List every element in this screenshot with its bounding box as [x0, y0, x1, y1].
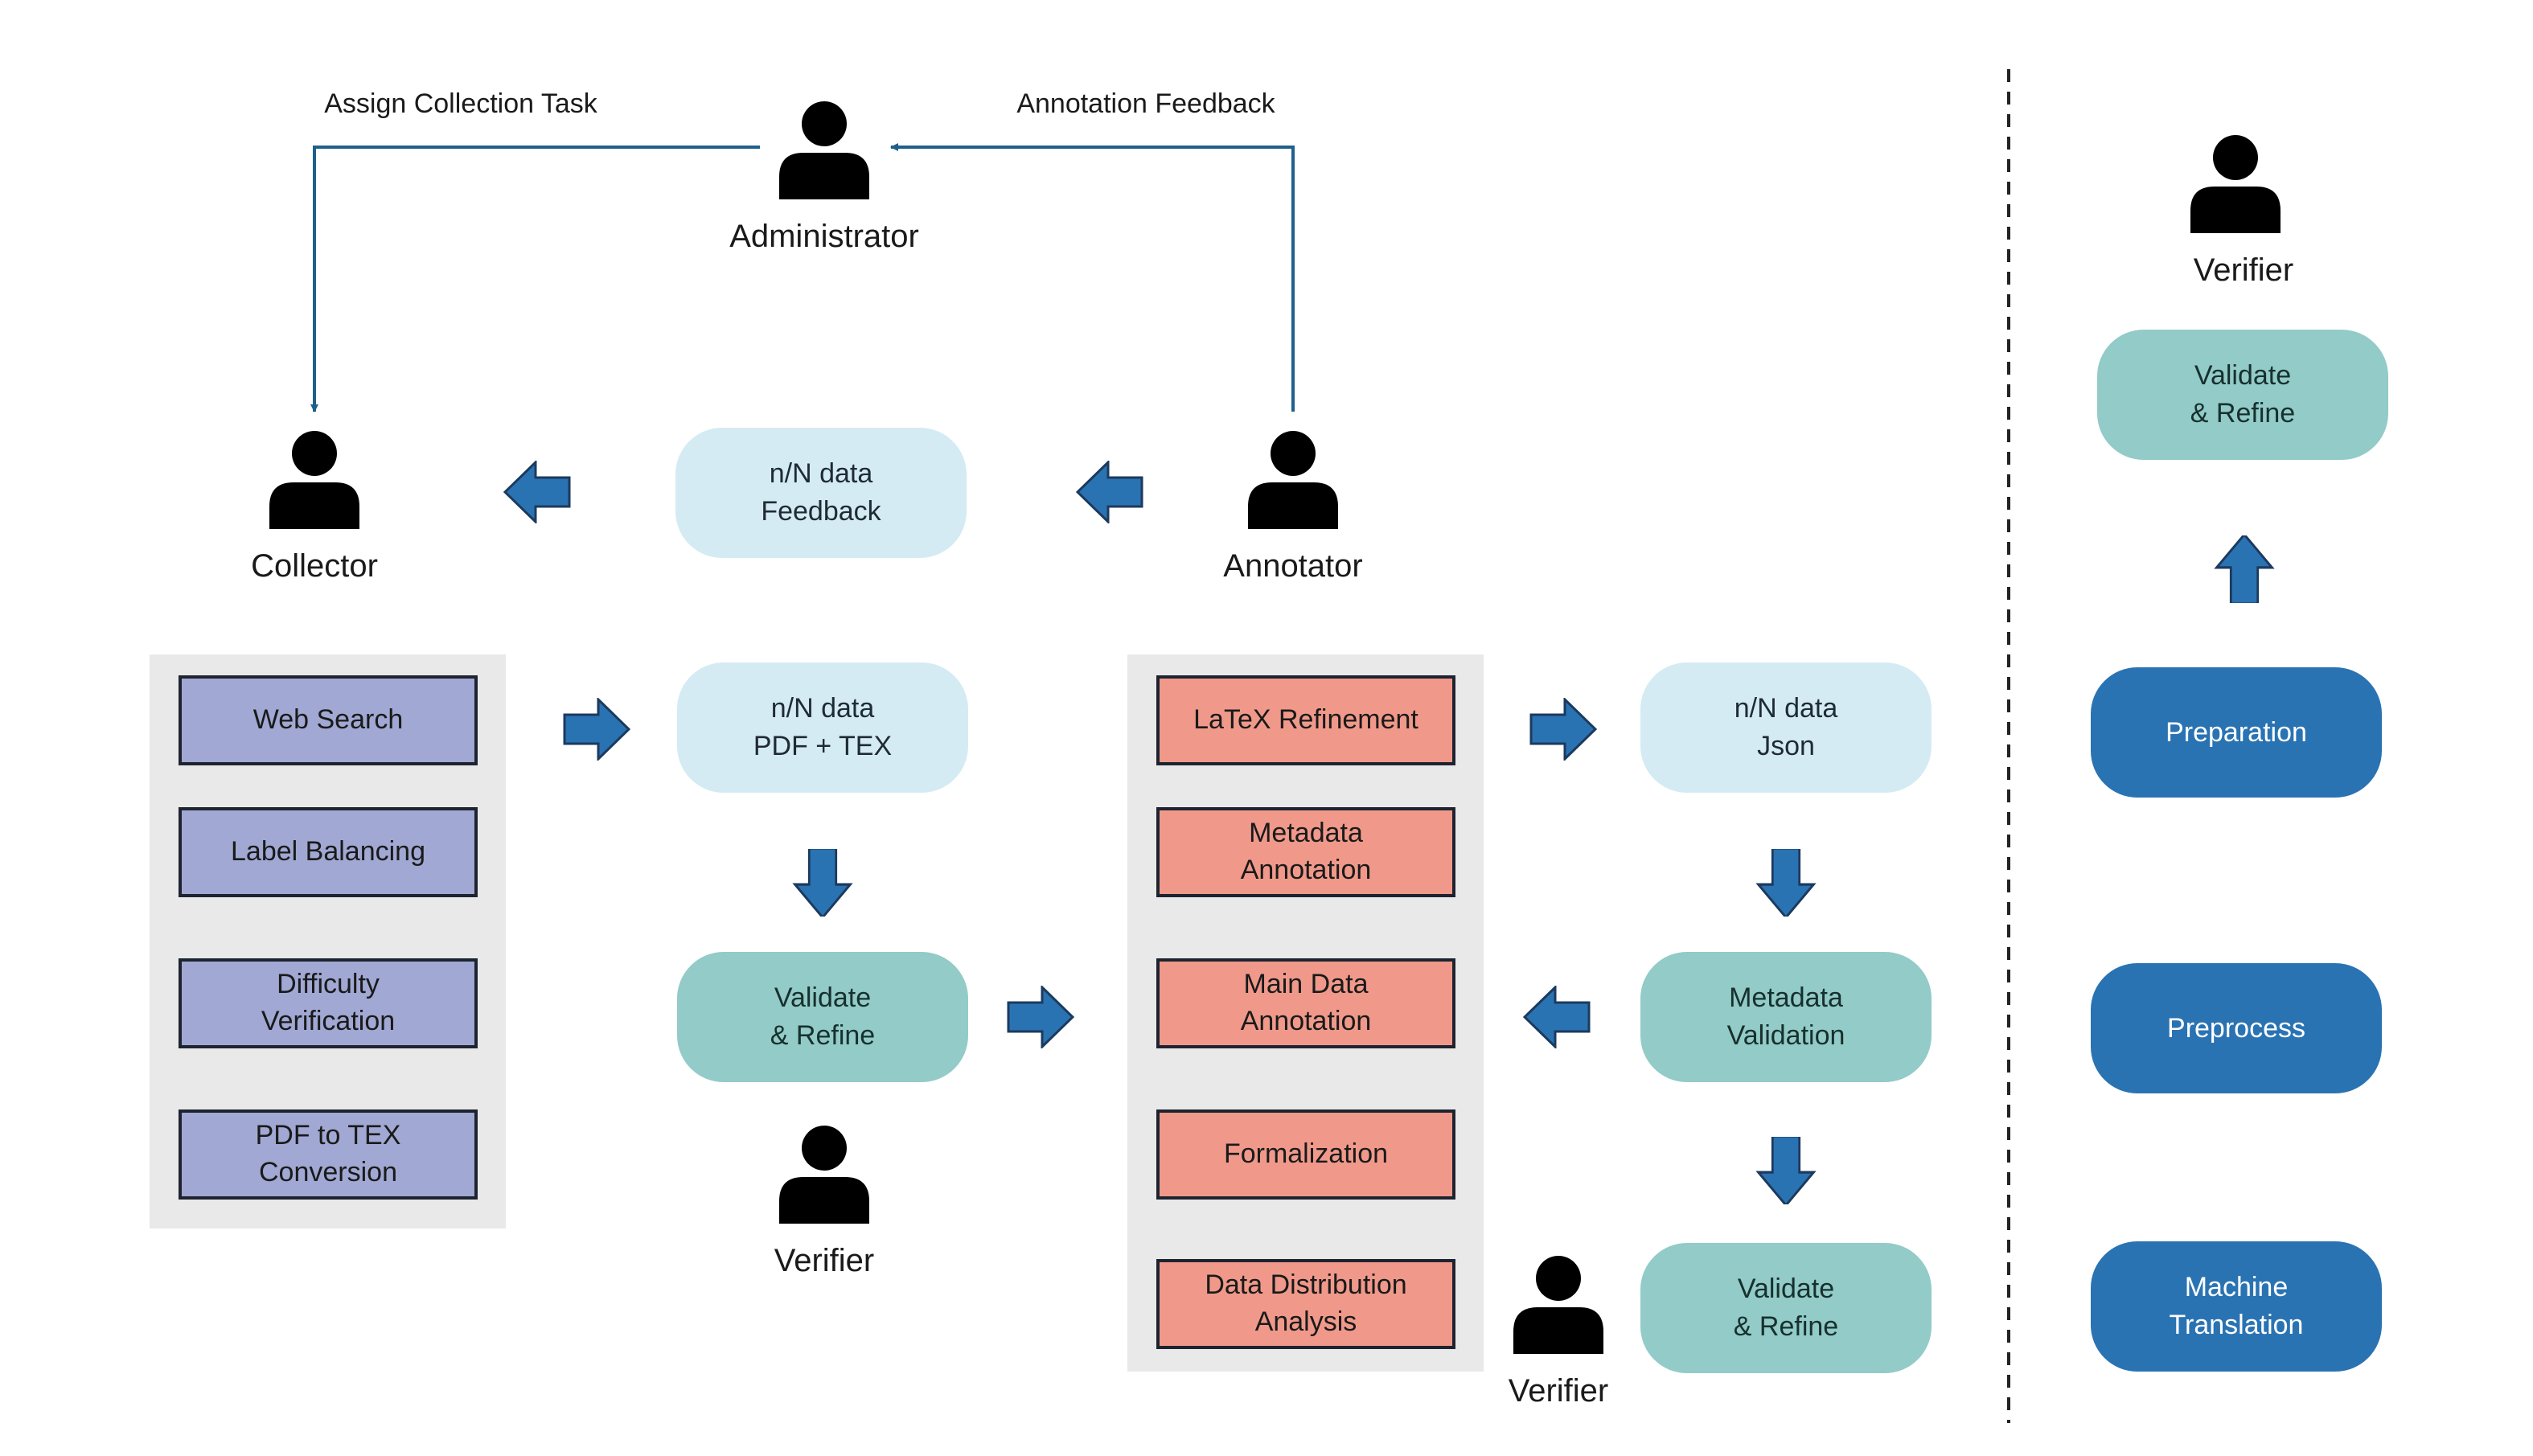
feedback-connector: [890, 143, 1295, 412]
task-difficulty-verification: Difficulty Verification: [179, 958, 478, 1048]
verifier-icon-2: [1513, 1256, 1603, 1354]
task-data-distribution-analysis: Data Distribution Analysis: [1156, 1259, 1455, 1349]
annotation-feedback-label: Annotation Feedback: [1016, 88, 1275, 119]
task-label-balancing: Label Balancing: [179, 807, 478, 897]
task-web-search: Web Search: [179, 675, 478, 765]
arrow-down-to-validate-2: [1755, 1137, 1817, 1204]
verifier-label-2: Verifier: [1508, 1373, 1609, 1409]
legend-validate-pill: Validate & Refine: [2097, 330, 2388, 460]
metadata-validation-pill: Metadata Validation: [1640, 952, 1932, 1082]
task-main-data-annotation: Main Data Annotation: [1156, 958, 1455, 1048]
task-metadata-annotation: Metadata Annotation: [1156, 807, 1455, 897]
annotator-label: Annotator: [1223, 548, 1363, 584]
collector-label: Collector: [251, 548, 378, 584]
task-formalization: Formalization: [1156, 1109, 1455, 1200]
verifier-label-1: Verifier: [774, 1243, 875, 1278]
stage-preprocess: Preprocess: [2091, 963, 2382, 1093]
arrow-down-to-validate-1: [792, 849, 853, 917]
arrow-right-to-json: [1529, 698, 1597, 761]
pdf-tex-pill: n/N data PDF + TEX: [677, 662, 968, 793]
feedback-pill: n/N data Feedback: [675, 428, 967, 558]
arrow-left-to-collector: [503, 461, 571, 523]
validate-refine-pill-1: Validate & Refine: [677, 952, 968, 1082]
json-pill: n/N data Json: [1640, 662, 1932, 793]
verifier-icon-1: [779, 1126, 869, 1224]
task-pdf-to-tex: PDF to TEX Conversion: [179, 1109, 478, 1200]
assign-task-label: Assign Collection Task: [324, 88, 597, 119]
stage-machine-translation: Machine Translation: [2091, 1241, 2382, 1372]
arrow-up-to-legend-validate: [2214, 535, 2275, 603]
verifier-label-3: Verifier: [2193, 252, 2294, 288]
arrow-right-to-pdf-tex: [563, 698, 630, 761]
annotator-icon: [1248, 431, 1338, 529]
arrow-left-to-main-annotation: [1523, 986, 1591, 1048]
task-latex-refinement: LaTeX Refinement: [1156, 675, 1455, 765]
validate-refine-pill-2: Validate & Refine: [1640, 1243, 1932, 1373]
administrator-label: Administrator: [729, 219, 919, 254]
administrator-icon: [779, 101, 869, 199]
stage-preparation: Preparation: [2091, 667, 2382, 798]
collector-icon: [269, 431, 359, 529]
arrow-right-to-annotator-panel: [1007, 986, 1074, 1048]
arrow-left-to-feedback: [1076, 461, 1143, 523]
arrow-down-to-metadata-validation: [1755, 849, 1817, 917]
assign-task-connector: [310, 146, 760, 412]
verifier-icon-3: [2190, 135, 2281, 233]
